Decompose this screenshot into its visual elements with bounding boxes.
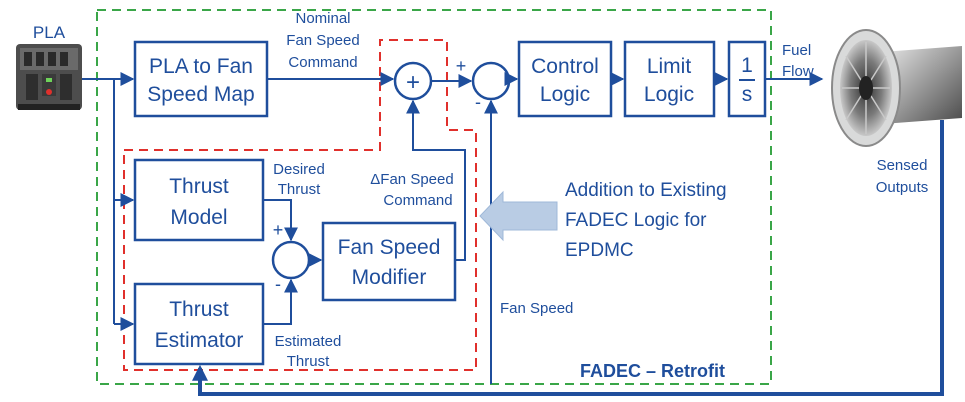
fan-speed-feedback-label: Fan Speed [500, 300, 573, 317]
block-label: Model [170, 206, 227, 229]
summing-junction-thrust [271, 240, 311, 280]
sensed-outputs-feedback-line [192, 120, 944, 396]
addition-callout-text: FADEC Logic for [565, 210, 707, 231]
pla-to-fan-speed-map-block: PLA to Fan Speed Map [133, 40, 269, 118]
block-label: Thrust [169, 298, 229, 321]
turbofan-engine-icon [831, 29, 962, 147]
delta-fan-speed-command-label: Command [383, 192, 452, 209]
epdmc-addition-boundary [123, 39, 477, 371]
block-label: Speed Map [147, 83, 254, 106]
block-label: Logic [644, 83, 694, 106]
block-label: Estimator [155, 329, 244, 352]
addition-callout-text: Addition to Existing [565, 180, 727, 201]
block-label: Logic [540, 83, 590, 106]
fuel-flow-label: Fuel [782, 42, 811, 59]
block-label: Fan Speed [338, 236, 441, 259]
fadec-retrofit-boundary [96, 9, 772, 385]
block-label: Thrust [169, 175, 229, 198]
integrator-denominator: s [742, 83, 753, 106]
thrust-model-block: Thrust Model [133, 158, 265, 242]
sign-plus: + [273, 220, 284, 240]
sum-plus-sign: + [406, 69, 420, 96]
sensed-outputs-label: Sensed [877, 157, 928, 174]
integrator-numerator: 1 [741, 54, 753, 77]
limit-logic-block: Limit Logic [623, 40, 716, 118]
pla-label: PLA [33, 23, 66, 42]
sign-plus: + [456, 56, 467, 76]
signal-lines [82, 72, 824, 384]
delta-fan-speed-command-label: ΔFan Speed [370, 171, 453, 188]
fadec-retrofit-label: FADEC – Retrofit [580, 361, 725, 381]
sensed-outputs-label: Outputs [876, 179, 929, 196]
desired-thrust-label: Desired [273, 161, 325, 178]
thrust-estimator-block: Thrust Estimator [133, 282, 265, 366]
addition-callout-text: EPDMC [565, 240, 634, 261]
integrator-block: 1 s [727, 40, 767, 118]
estimated-thrust-label: Thrust [287, 353, 330, 370]
desired-thrust-label: Thrust [278, 181, 321, 198]
summing-junction-add: + [393, 61, 433, 101]
nominal-fan-speed-label: Nominal [295, 10, 350, 27]
nominal-fan-speed-label: Command [288, 54, 357, 71]
fan-speed-modifier-block: Fan Speed Modifier [321, 221, 457, 302]
control-logic-block: Control Logic [517, 40, 613, 118]
block-label: Control [531, 55, 599, 78]
estimated-thrust-label: Estimated [275, 333, 342, 350]
block-label: Modifier [352, 266, 427, 289]
nominal-fan-speed-label: Fan Speed [286, 32, 359, 49]
block-label: Limit [647, 55, 692, 78]
fuel-flow-label: Flow [782, 63, 814, 80]
sign-minus: - [475, 92, 481, 112]
throttle-quadrant-icon [16, 44, 82, 110]
sign-minus: - [275, 274, 281, 294]
block-label: PLA to Fan [149, 55, 253, 78]
addition-callout-arrow [479, 190, 558, 242]
